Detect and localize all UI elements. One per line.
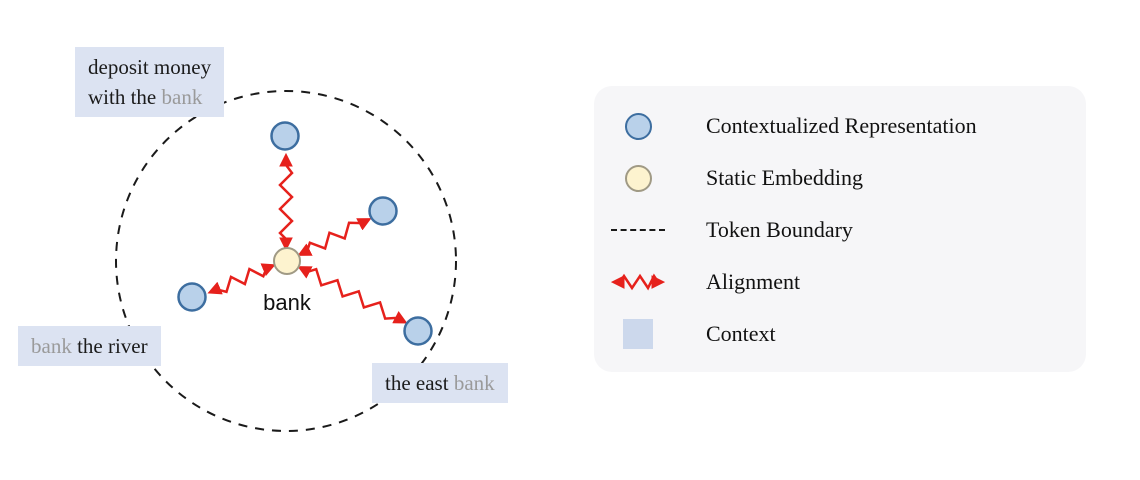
context-text: the east: [385, 371, 454, 395]
legend-item-context: Context: [608, 308, 1086, 360]
contextualized-node-upper-right: [368, 196, 398, 226]
legend-item-alignment: Alignment: [608, 256, 1086, 308]
static-embedding-icon: [624, 164, 652, 192]
contextualized-representation-icon: [624, 112, 652, 140]
legend-label: Context: [706, 321, 776, 346]
context-box-deposit-money: deposit money with the bank: [75, 47, 225, 117]
word-sense-diagram: [115, 90, 457, 432]
alignment-arrow-upper-right: [297, 218, 372, 256]
legend-label: Alignment: [706, 269, 801, 294]
context-text: deposit money: [88, 55, 212, 79]
contextualized-node-lower-right: [403, 316, 433, 346]
alignment-arrow-top: [278, 152, 294, 252]
alignment-arrow-icon: [610, 273, 666, 291]
context-swatch-icon: [623, 319, 653, 349]
legend-label: Static Embedding: [706, 165, 864, 190]
alignment-arrow-left: [207, 263, 276, 295]
token-boundary-circle: [115, 90, 457, 432]
context-box-the-east-bank: the east bank: [372, 363, 508, 403]
legend-item-static: Static Embedding: [608, 152, 1086, 204]
legend-panel: Contextualized Representation Static Emb…: [594, 86, 1086, 372]
contextualized-node-left: [177, 282, 207, 312]
alignment-arrow-lower-right: [297, 266, 408, 324]
legend-label: Token Boundary: [706, 217, 853, 242]
context-keyword: bank: [31, 334, 72, 358]
context-text: the river: [71, 334, 148, 358]
contextualized-node-top: [270, 121, 300, 151]
context-keyword: bank: [453, 371, 495, 395]
static-embedding-node: [273, 247, 301, 275]
legend-label: Contextualized Representation: [706, 113, 977, 138]
legend-item-token-boundary: Token Boundary: [608, 204, 1086, 256]
context-box-bank-the-river: bank the river: [18, 326, 161, 366]
legend-item-contextualized: Contextualized Representation: [608, 100, 1086, 152]
token-boundary-icon: [611, 229, 665, 231]
context-keyword: bank: [161, 85, 203, 109]
context-text: with the: [88, 85, 162, 109]
center-word-label: bank: [263, 290, 311, 315]
